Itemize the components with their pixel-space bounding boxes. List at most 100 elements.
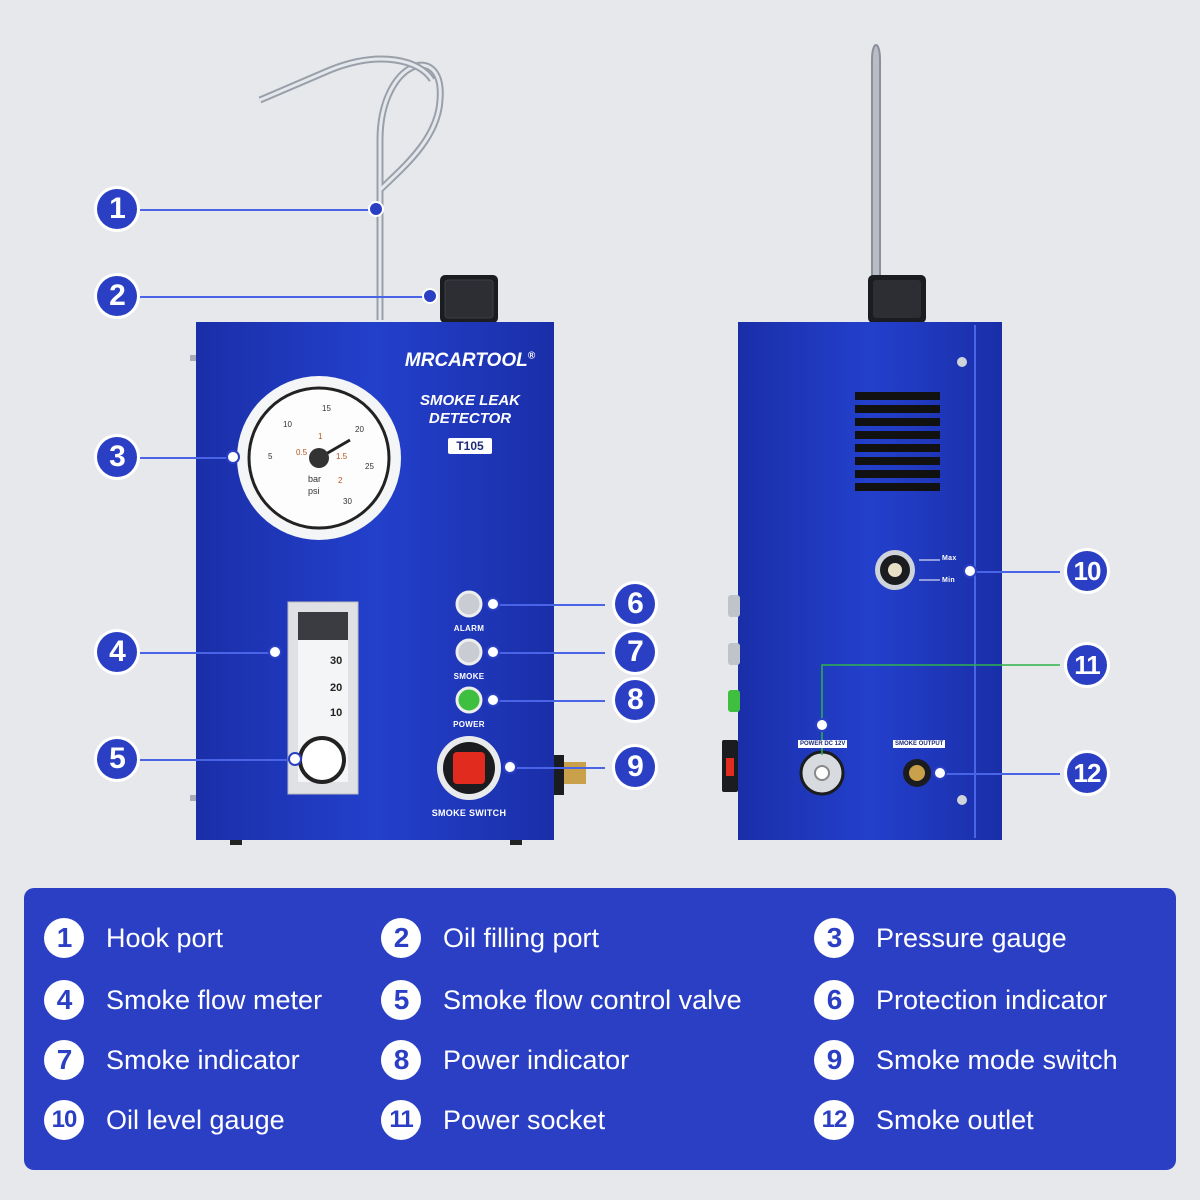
legend-number: 3 [814,918,854,958]
callout-dot-9 [503,760,517,774]
callout-5: 5 [97,739,137,779]
screw [190,355,196,361]
smoke-led [455,638,483,666]
callout-4: 4 [97,632,137,672]
side-hook [871,44,881,280]
legend-text: Protection indicator [876,984,1108,1015]
gauge-psi-unit: psi [308,486,320,496]
callout-11: 11 [1067,645,1107,685]
outlet-mount [554,755,564,795]
callout-line-9 [517,767,605,769]
side-smoke-led [728,643,740,665]
smoke-switch-label: SMOKE SWITCH [431,808,507,818]
flow-valve-knob[interactable] [298,736,346,784]
oil-max-label: Max [942,555,957,562]
gauge-hub [309,448,329,468]
flowmeter-tick: 20 [330,682,343,694]
legend-number: 10 [44,1100,84,1140]
screw [957,795,967,805]
power-socket-label: POWER DC 12V [798,740,848,748]
gauge-psi-tick: 25 [365,462,374,471]
callout-10: 10 [1067,551,1107,591]
legend-item: 5 Smoke flow control valve [381,980,742,1020]
legend-number: 12 [814,1100,854,1140]
callout-line-7 [495,652,605,654]
legend-number: 5 [381,980,421,1020]
legend-text: Oil level gauge [106,1104,285,1135]
legend-number: 9 [814,1040,854,1080]
gauge-psi-tick: 15 [322,404,331,413]
legend-number: 6 [814,980,854,1020]
legend-item: 6 Protection indicator [814,980,1107,1020]
smoke-switch[interactable] [453,752,485,784]
callout-dot-5 [288,752,302,766]
callout-7: 7 [615,632,655,672]
gauge-psi-tick: 10 [283,420,292,429]
power-socket-pin [814,765,830,781]
legend-text: Pressure gauge [876,922,1067,953]
legend-text: Hook port [106,922,224,953]
gauge-psi-tick: 5 [268,452,273,461]
oil-min-label: Min [942,577,955,584]
gauge-bar-tick: 1 [318,432,323,441]
callout-dot-2 [422,288,438,304]
callout-dot-12 [933,766,947,780]
callout-line-1 [140,209,370,211]
legend-number: 2 [381,918,421,958]
callout-dot-6 [486,597,500,611]
callout-dot-1 [368,201,384,217]
callout-line-4 [140,652,270,654]
side-alarm-led [728,595,740,617]
callout-dot-4 [268,645,282,659]
callout-line-12 [943,773,1060,775]
legend-item: 10 Oil level gauge [44,1100,285,1140]
callout-9: 9 [615,747,655,787]
callout-2: 2 [97,276,137,316]
side-power-led [728,690,740,712]
legend-text: Smoke flow control valve [443,984,742,1015]
oil-cap-knurl [444,279,494,319]
callout-line-2 [140,296,430,298]
flowmeter-tick: 10 [330,707,343,719]
alarm-label: ALARM [453,624,485,633]
screw [957,357,967,367]
callout-12: 12 [1067,753,1107,793]
alarm-led [455,590,483,618]
gauge-bar-unit: bar [308,474,322,484]
legend-number: 8 [381,1040,421,1080]
legend-number: 11 [381,1100,421,1140]
callout-dot-11 [815,718,829,732]
callout-3: 3 [97,437,137,477]
flowmeter-top [298,612,348,640]
callout-line-6 [495,604,605,606]
foot [510,840,522,845]
gauge-psi-tick: 20 [355,425,364,434]
gauge-bar-tick: 2 [338,476,343,485]
legend-text: Power indicator [443,1044,630,1075]
gauge-psi-tick: 30 [343,497,352,506]
legend-item: 1 Hook port [44,918,223,958]
callout-line-3 [140,457,228,459]
legend-number: 1 [44,918,84,958]
smoke-label: SMOKE [453,672,485,681]
oil-level-window [888,563,902,577]
callout-dot-8 [486,693,500,707]
callout-6: 6 [615,584,655,624]
legend-text: Oil filling port [443,922,600,953]
legend-item: 3 Pressure gauge [814,918,1067,958]
gauge-bar-tick: 0.5 [296,448,308,457]
power-led [455,686,483,714]
callout-8: 8 [615,680,655,720]
smoke-output-brass [909,765,925,781]
legend-number: 4 [44,980,84,1020]
device-illustration [190,44,1060,845]
gauge-bar-tick: 1.5 [336,452,348,461]
hook-top-highlight [259,57,434,102]
hook-rod-highlight [378,63,442,320]
callout-dot-10 [963,564,977,578]
